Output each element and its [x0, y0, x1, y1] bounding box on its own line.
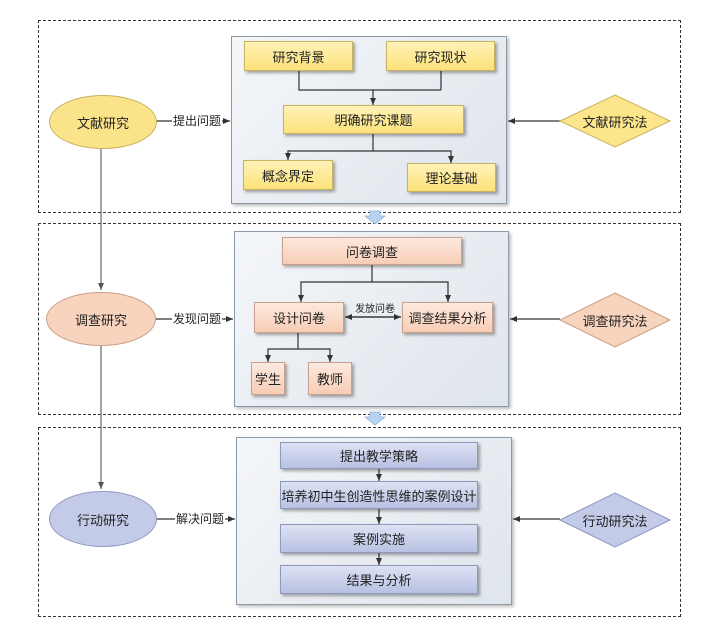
edge-label-raise-question: 提出问题: [172, 114, 223, 128]
edge-label-find-question: 发现问题: [172, 312, 223, 326]
action-method-diamond: 行动研究法: [558, 492, 672, 548]
teaching-strategy-box: 提出教学策略: [280, 442, 478, 469]
action-method-label: 行动研究法: [582, 514, 648, 530]
research-topic-box: 明确研究课题: [283, 105, 464, 134]
case-implementation-box: 案例实施: [280, 524, 478, 553]
survey-analysis-box: 调查结果分析: [402, 302, 493, 333]
survey-research-node: 调查研究: [46, 292, 156, 346]
section-frame-action: [38, 427, 681, 617]
teachers-box: 教师: [308, 362, 352, 395]
questionnaire-survey-box: 问卷调查: [282, 237, 462, 265]
theory-basis-box: 理论基础: [407, 163, 496, 192]
results-analysis-box: 结果与分析: [280, 565, 478, 594]
literature-method-diamond: 文献研究法: [558, 94, 672, 148]
literature-research-node: 文献研究: [49, 95, 157, 149]
research-status-box: 研究现状: [386, 41, 495, 71]
section-frame-literature: [38, 20, 681, 213]
literature-method-label: 文献研究法: [582, 115, 648, 131]
distribute-questionnaire-label: 发放问卷: [355, 304, 395, 315]
section-frame-survey: [38, 223, 681, 415]
action-research-node: 行动研究: [49, 491, 157, 547]
case-design-box: 培养初中生创造性思维的案例设计: [280, 481, 478, 509]
survey-method-label: 调查研究法: [582, 314, 648, 330]
edge-label-solve-question: 解决问题: [175, 512, 226, 526]
design-questionnaire-box: 设计问卷: [254, 302, 344, 333]
students-box: 学生: [251, 362, 285, 395]
research-background-box: 研究背景: [244, 41, 353, 71]
survey-method-diamond: 调查研究法: [558, 292, 672, 348]
concept-definition-box: 概念界定: [243, 160, 333, 190]
